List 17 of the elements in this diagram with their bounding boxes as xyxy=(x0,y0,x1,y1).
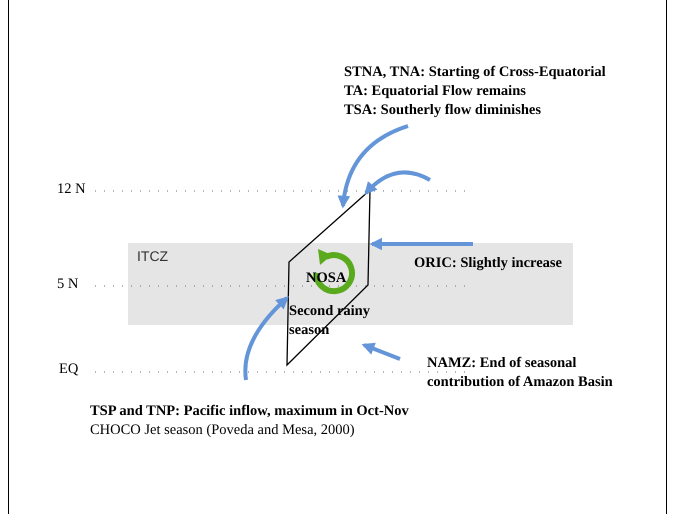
annotation-text: CHOCO Jet season (Poveda and Mesa, 2000) xyxy=(90,421,356,440)
annotation-text: ORIC: Slightly increase xyxy=(414,254,563,273)
band-label: ITCZ xyxy=(137,248,168,264)
annotation-text: STNA, TNA: Starting of Cross-Equatorial xyxy=(344,63,607,82)
flow-arrow xyxy=(369,238,473,250)
flow-arrow xyxy=(362,342,401,361)
flow-arrow xyxy=(364,170,431,195)
latitude-label: EQ xyxy=(59,360,78,379)
annotation-text: TSP and TNP: Pacific inflow, maximum in Oct-Nov xyxy=(90,402,410,421)
flow-arrow xyxy=(243,296,289,380)
itcz-band xyxy=(128,243,573,325)
latitude-label: 12 N xyxy=(57,180,86,199)
flow-arrow xyxy=(338,124,409,209)
annotation-text: NAMZ: End of seasonal contribution of Amazon Basin xyxy=(427,354,614,392)
annotation-text: TA: Equatorial Flow remains xyxy=(344,82,527,101)
annotation-text: TSA: Southerly flow diminishes xyxy=(344,101,542,120)
latitude-label: 5 N xyxy=(57,275,78,294)
